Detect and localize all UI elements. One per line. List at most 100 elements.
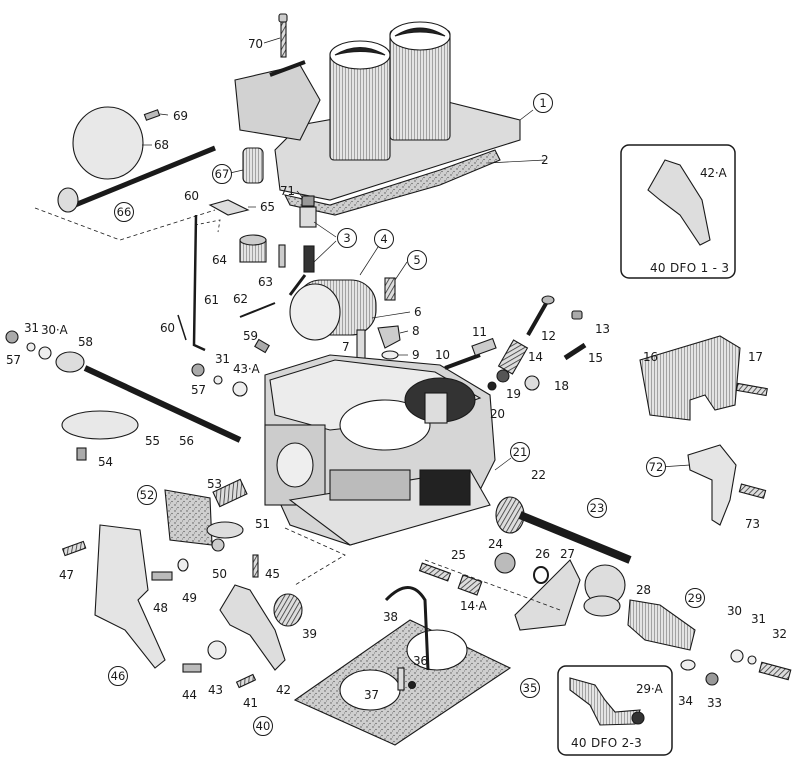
nut-57-b [191, 363, 205, 377]
label-63: 63 [258, 275, 273, 289]
label-36: 36 [413, 654, 428, 668]
inset-29a-part-label: 29·A [636, 682, 663, 696]
label-73: 73 [745, 517, 760, 531]
plate-65 [208, 199, 250, 216]
washer-49 [177, 558, 189, 572]
part-36 [407, 680, 417, 690]
label-43: 43 [208, 683, 223, 697]
label-11: 11 [472, 325, 487, 339]
choke-rod-61 [192, 214, 206, 352]
plug-24 [494, 552, 516, 574]
label-27: 27 [560, 547, 575, 561]
label-15: 15 [588, 351, 603, 365]
screw-41 [235, 673, 257, 689]
spring-39 [273, 593, 303, 627]
label-9: 9 [412, 348, 420, 362]
label-28: 28 [636, 583, 651, 597]
screw-32 [758, 661, 792, 681]
screw-25 [418, 562, 452, 582]
label-29-circled: 29 [685, 588, 705, 608]
screw-44 [182, 663, 202, 673]
needle-valve-3 [299, 195, 317, 273]
clip-37 [397, 667, 405, 691]
label-52-circled: 52 [137, 485, 157, 505]
guide-line-25 [424, 559, 561, 611]
screw-70 [278, 13, 288, 58]
label-16: 16 [643, 350, 658, 364]
guide-line-60 [194, 219, 221, 233]
bushing-50 [211, 538, 225, 552]
screw-17 [735, 382, 768, 397]
spring-14 [497, 339, 529, 375]
spring-45 [252, 554, 259, 578]
guide-line-66 [34, 207, 216, 241]
label-33: 33 [707, 696, 722, 710]
label-37: 37 [364, 688, 379, 702]
inset-42a-part-label: 42·A [700, 166, 727, 180]
screw-54 [76, 447, 87, 461]
label-45: 45 [265, 567, 280, 581]
bracket-72 [687, 444, 737, 526]
filter-67 [242, 147, 264, 184]
screw-59 [254, 338, 270, 354]
label-31-left: 31 [24, 321, 39, 335]
lever-51 [206, 521, 244, 539]
spring-53 [212, 478, 248, 508]
label-14: 14 [528, 350, 543, 364]
label-64: 64 [212, 253, 227, 267]
label-19: 19 [506, 387, 521, 401]
label-18: 18 [554, 379, 569, 393]
label-21-circled: 21 [510, 442, 530, 462]
label-66-circled: 66 [114, 202, 134, 222]
label-5-circled: 5 [407, 250, 427, 270]
label-23-circled: 23 [587, 498, 607, 518]
o-ring-26 [533, 566, 549, 584]
label-24: 24 [488, 537, 503, 551]
label-62: 62 [233, 292, 248, 306]
label-43a: 43·A [233, 362, 260, 376]
label-71: 71 [280, 184, 295, 198]
throttle-disc-55 [61, 410, 139, 440]
label-30a: 30·A [41, 323, 68, 337]
washer-30a [38, 346, 52, 360]
washer-43a [232, 381, 248, 397]
jet-63 [278, 244, 286, 268]
label-57-left: 57 [6, 353, 21, 367]
lever-29 [627, 599, 696, 651]
float-4 [288, 274, 377, 341]
label-41: 41 [243, 696, 258, 710]
label-30: 30 [727, 604, 742, 618]
label-57-mid: 57 [191, 383, 206, 397]
pump-jet-12 [526, 295, 555, 336]
label-48: 48 [153, 601, 168, 615]
label-68: 68 [154, 138, 169, 152]
spring-22 [495, 496, 525, 534]
label-7: 7 [342, 340, 350, 354]
label-26: 26 [535, 547, 550, 561]
diaphragm-52 [164, 489, 213, 546]
jet-holder-10 [444, 353, 481, 370]
label-32: 32 [772, 627, 787, 641]
gasket-bore-2 [406, 629, 468, 671]
label-4-circled: 4 [374, 229, 394, 249]
throttle-disc-68 [72, 106, 144, 180]
tube-38 [384, 586, 430, 671]
screw-69 [143, 109, 161, 121]
label-53: 53 [207, 477, 222, 491]
label-58: 58 [78, 335, 93, 349]
label-8: 8 [412, 324, 420, 338]
screw-47 [61, 540, 87, 557]
label-56: 56 [179, 434, 194, 448]
cap-18 [524, 375, 540, 391]
washer-31-b [213, 375, 223, 385]
pin-60-lower [177, 314, 187, 341]
washer-31 [26, 342, 36, 352]
label-60-lower: 60 [160, 321, 175, 335]
label-39: 39 [302, 627, 317, 641]
lever-27 [514, 559, 581, 631]
lever-42a [647, 159, 711, 246]
valve-seat-5 [384, 277, 396, 301]
washer-19 [496, 369, 510, 383]
label-70: 70 [248, 37, 263, 51]
